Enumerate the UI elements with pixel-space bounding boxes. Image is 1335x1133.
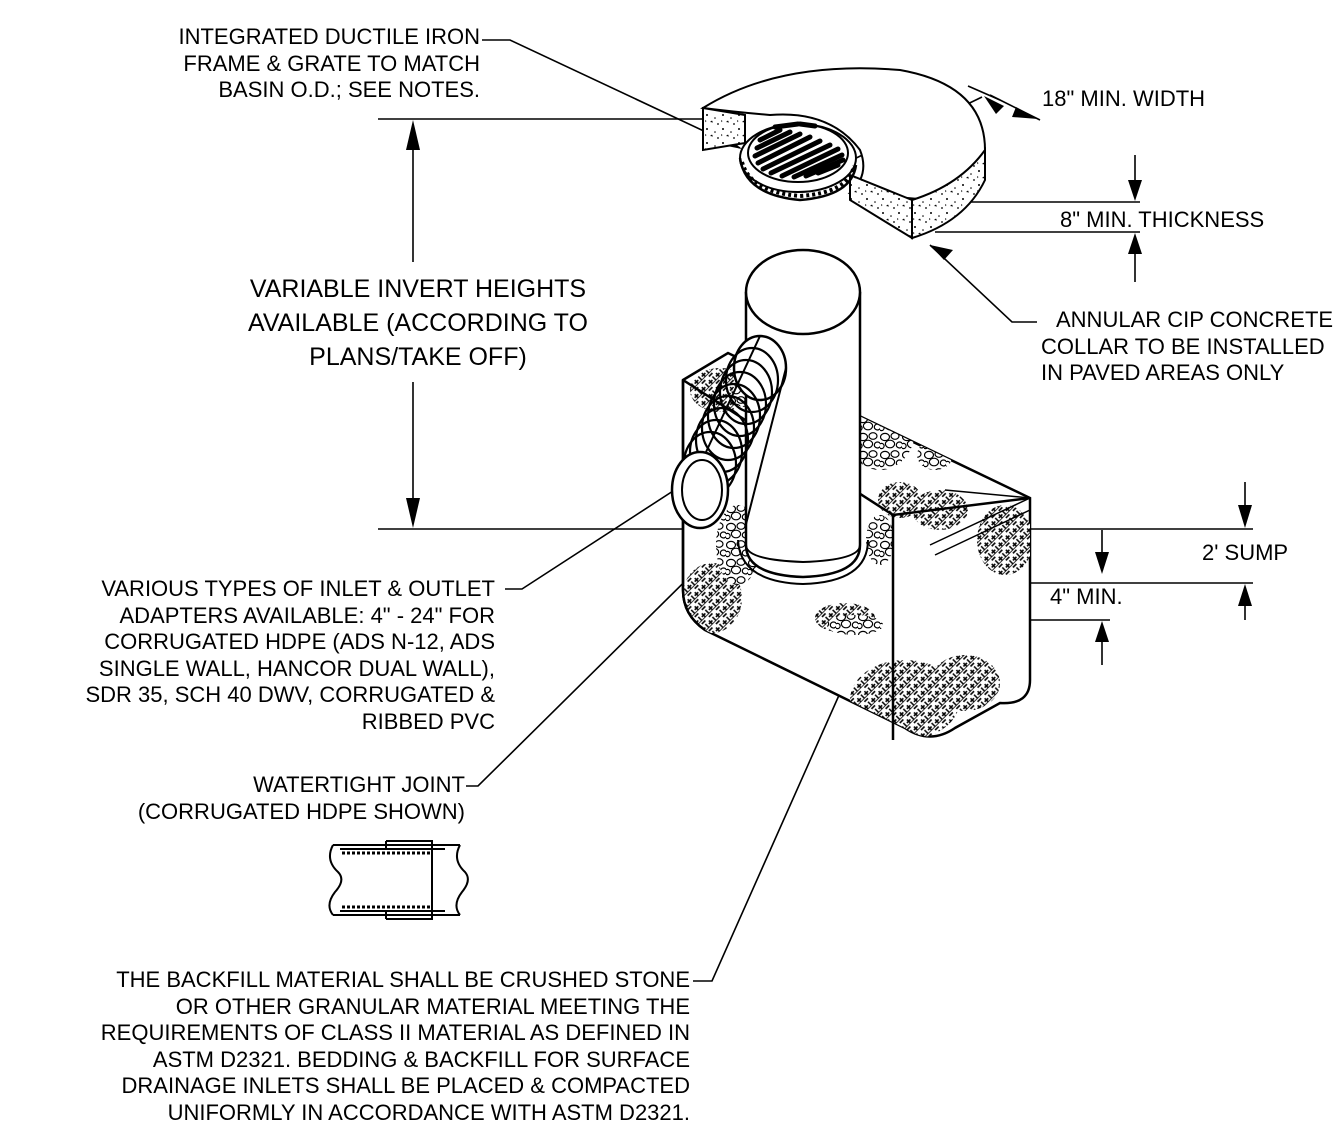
invert-heights-line-1: VARIABLE INVERT HEIGHTS: [249, 275, 587, 303]
adapters-line-3: CORRUGATED HDPE (ADS N-12, ADS: [104, 629, 495, 654]
joint-line-1: WATERTIGHT JOINT: [253, 772, 465, 797]
frame-grate-line-2: FRAME & GRATE TO MATCH: [183, 50, 480, 76]
collar-line-1: ANNULAR CIP CONCRETE: [1056, 307, 1334, 332]
inlet-adapter-shape: [670, 334, 788, 530]
invert-heights-line-2: AVAILABLE (ACCORDING TO: [248, 309, 588, 337]
frame-grate-line-1: INTEGRATED DUCTILE IRON: [178, 24, 480, 49]
adapters-callout: VARIOUS TYPES OF INLET & OUTLET ADAPTERS…: [45, 576, 495, 735]
sump-dimension-label: 2' SUMP: [1202, 540, 1289, 565]
frame-grate-line-3: BASIN O.D.; SEE NOTES.: [218, 77, 480, 102]
adapters-line-2: ADAPTERS AVAILABLE: 4" - 24" FOR: [119, 602, 496, 628]
backfill-line-4: ASTM D2321. BEDDING & BACKFILL FOR SURFA…: [152, 1046, 690, 1072]
backfill-line-6: UNIFORMLY IN ACCORDANCE WITH ASTM D2321.: [167, 1099, 690, 1125]
riser-pipe-shape: [737, 248, 869, 586]
backfill-line-3: REQUIREMENTS OF CLASS II MATERIAL AS DEF…: [100, 1020, 690, 1045]
backfill-callout: THE BACKFILL MATERIAL SHALL BE CRUSHED S…: [0, 967, 690, 1126]
adapters-line-5: SDR 35, SCH 40 DWV, CORRUGATED &: [85, 682, 495, 707]
adapters-line-6: RIBBED PVC: [361, 708, 495, 734]
collar-callout: ANNULAR CIP CONCRETE COLLAR TO BE INSTAL…: [1041, 307, 1335, 387]
collar-line-2: COLLAR TO BE INSTALLED: [1041, 333, 1325, 359]
invert-heights-callout: VARIABLE INVERT HEIGHTS AVAILABLE (ACCOR…: [198, 272, 638, 374]
thickness-dimension-label: 8" MIN. THICKNESS: [1060, 207, 1265, 232]
concrete-collar-shape: [700, 67, 987, 240]
adapters-line-1: VARIOUS TYPES OF INLET & OUTLET: [101, 576, 495, 601]
backfill-line-2: OR OTHER GRANULAR MATERIAL MEETING THE: [175, 993, 690, 1019]
frame-grate-callout: INTEGRATED DUCTILE IRON FRAME & GRATE TO…: [80, 24, 480, 104]
backfill-line-1: THE BACKFILL MATERIAL SHALL BE CRUSHED S…: [116, 967, 690, 992]
min-dimension-label: 4" MIN.: [1050, 584, 1123, 609]
frame-grate-shape: [738, 121, 858, 202]
collar-line-3: IN PAVED AREAS ONLY: [1041, 360, 1285, 385]
joint-detail-shape: [328, 840, 469, 920]
backfill-line-5: DRAINAGE INLETS SHALL BE PLACED & COMPAC…: [121, 1073, 690, 1098]
invert-heights-line-3: PLANS/TAKE OFF): [309, 343, 527, 371]
adapters-line-4: SINGLE WALL, HANCOR DUAL WALL),: [98, 655, 495, 681]
width-dimension-label: 18" MIN. WIDTH: [1042, 86, 1206, 111]
joint-line-2: (CORRUGATED HDPE SHOWN): [137, 798, 465, 824]
joint-callout: WATERTIGHT JOINT (CORRUGATED HDPE SHOWN): [80, 772, 465, 825]
